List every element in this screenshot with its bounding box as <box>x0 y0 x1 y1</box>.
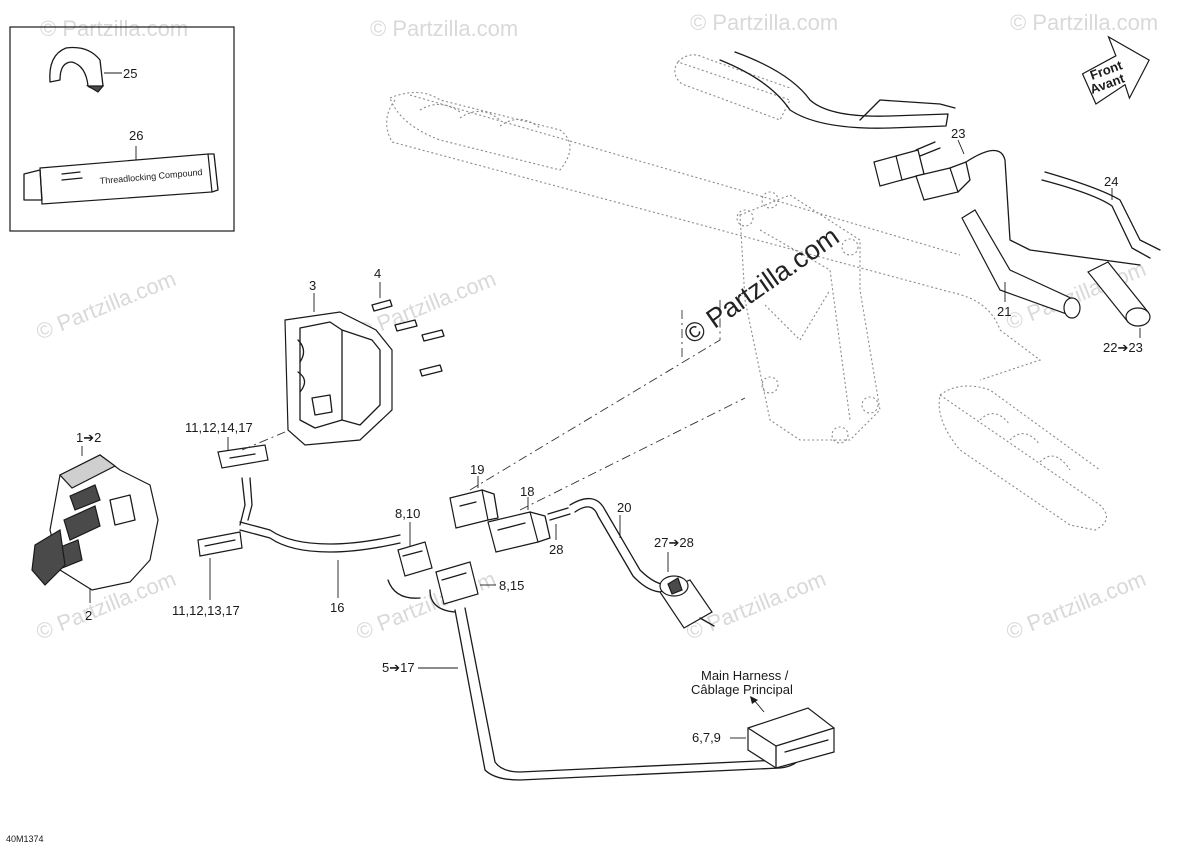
main-harness-pointer <box>750 696 765 713</box>
callout-22-23: 22➔23 <box>1103 340 1143 355</box>
callout-11-12-13-17: 11,12,13,17 <box>172 603 240 618</box>
callout-18: 18 <box>520 484 534 499</box>
connector-part-11-12-13-17 <box>197 531 243 557</box>
watermark-text: © Partzilla.com <box>353 566 500 645</box>
brake-cable-part-24 <box>1041 171 1161 259</box>
connector-part-19 <box>449 489 499 529</box>
main-harness-connector-part-6-7-9 <box>747 707 835 769</box>
diagram-code: 40M1374 <box>6 834 44 844</box>
tube-part-22 <box>1087 261 1151 327</box>
callout-27-28: 27➔28 <box>654 535 694 550</box>
callout-20: 20 <box>617 500 631 515</box>
watermark-text: © Partzilla.com <box>33 266 180 345</box>
main-harness-note-line1: Main Harness / <box>701 668 789 683</box>
sensor-part-27 <box>659 575 715 629</box>
handlebar-riser-phantom <box>736 191 881 444</box>
switch-housing-cover-part-3 <box>284 311 393 446</box>
callout-3: 3 <box>309 278 316 293</box>
callout-28: 28 <box>549 542 563 557</box>
callout-2: 2 <box>85 608 92 623</box>
callout-19: 19 <box>470 462 484 477</box>
callout-8-15: 8,15 <box>499 578 524 593</box>
callout-6-7-9: 6,7,9 <box>692 730 721 745</box>
lever-part-2 <box>31 529 66 586</box>
callout-11-12-14-17: 11,12,14,17 <box>185 420 253 435</box>
wiring-harness-part-16 <box>239 477 401 553</box>
callout-23-top: 23 <box>951 126 965 141</box>
callout-1-2: 1➔2 <box>76 430 101 445</box>
callout-16: 16 <box>330 600 344 615</box>
connector-part-18 <box>487 511 551 553</box>
wire-part-20 <box>569 498 669 593</box>
throttle-cable-assembly <box>719 51 1141 266</box>
sleeve-part-21 <box>961 209 1081 319</box>
watermark-main: © Partzilla.com <box>678 221 844 350</box>
terminal-part-28 <box>547 507 571 521</box>
callout-21: 21 <box>997 304 1011 319</box>
main-harness-note-line2: Câblage Principal <box>691 682 793 697</box>
accessory-inset-box: 25 Threadlocking Compound 26 <box>9 26 235 232</box>
connector-part-11-12-14-17 <box>217 444 269 469</box>
callout-24: 24 <box>1104 174 1118 189</box>
callout-25: 25 <box>123 66 137 81</box>
watermark-text: © Partzilla.com <box>1010 10 1158 35</box>
connector-part-8-10 <box>387 541 433 599</box>
callout-4: 4 <box>374 266 381 281</box>
callout-26: 26 <box>129 128 143 143</box>
screws-part-4 <box>371 299 445 377</box>
watermark-text: © Partzilla.com <box>370 16 518 41</box>
watermark-text: © Partzilla.com <box>690 10 838 35</box>
callout-5-17: 5➔17 <box>382 660 415 675</box>
clip-part-25 <box>49 46 105 93</box>
front-direction-arrow: Front Avant <box>1081 35 1150 105</box>
handlebar-phantom <box>386 54 1107 531</box>
connector-part-8-15 <box>429 561 479 613</box>
watermark-text: © Partzilla.com <box>1003 566 1150 645</box>
switch-assembly-part-1 <box>49 454 159 591</box>
threadlock-tube-part-26: Threadlocking Compound <box>23 153 219 205</box>
callout-8-10: 8,10 <box>395 506 420 521</box>
watermark-text: © Partzilla.com <box>40 16 188 41</box>
assembly-leader-lines <box>241 300 746 511</box>
